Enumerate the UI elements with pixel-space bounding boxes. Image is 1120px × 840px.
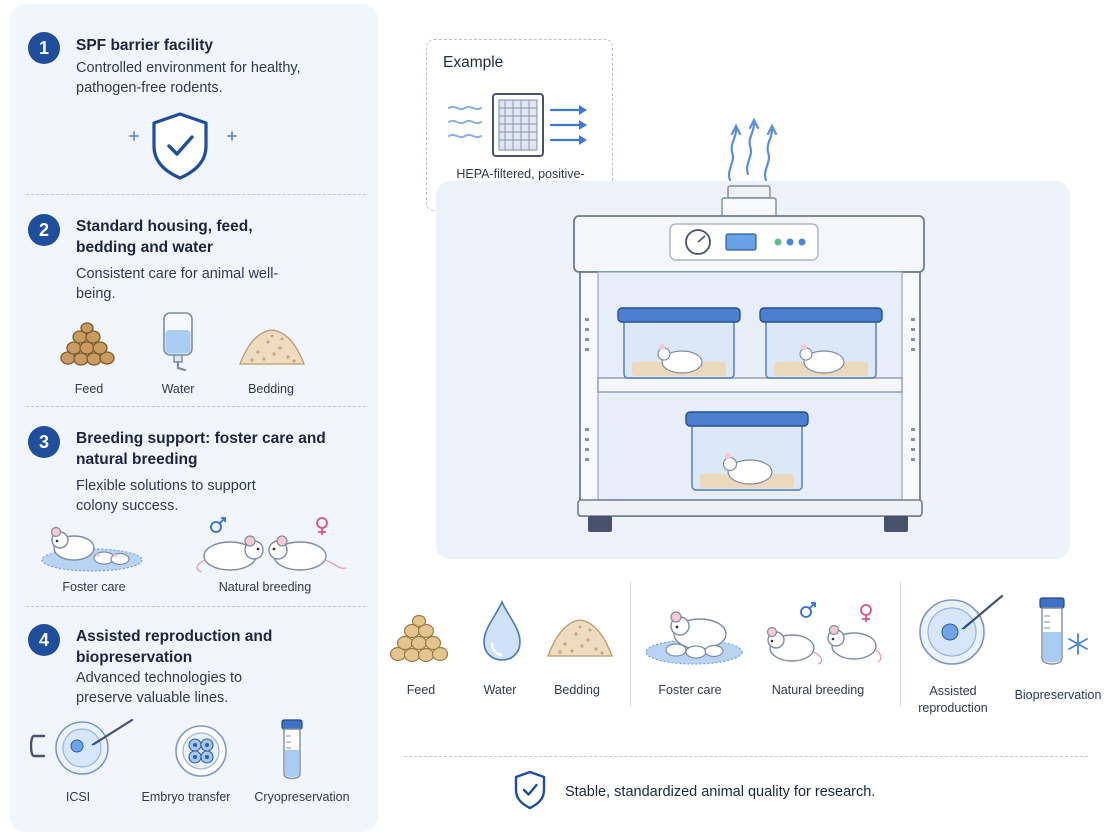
embryo-transfer-icon bbox=[174, 724, 228, 778]
step-number-3: 3 bbox=[28, 426, 60, 458]
caption-cryopreservation: Cryopreservation bbox=[254, 790, 350, 804]
bottom-caption-bedding: Bedding bbox=[554, 683, 600, 697]
breeding-mice-icon bbox=[752, 600, 884, 670]
caption-water: Water bbox=[161, 382, 195, 396]
assisted-reproduction-icon bbox=[916, 590, 1008, 666]
bedding-pile-icon bbox=[236, 324, 308, 368]
cage-icon bbox=[759, 307, 883, 379]
cryovial-icon bbox=[1038, 596, 1094, 670]
caption-foster-care: Foster care bbox=[62, 580, 126, 594]
cryovial-icon bbox=[280, 718, 304, 784]
section-2-title: Standard housing, feed, bedding and wate… bbox=[76, 218, 253, 256]
shield-check-icon bbox=[513, 770, 547, 810]
step-number-1: 1 bbox=[28, 32, 60, 64]
male-symbol-icon bbox=[210, 517, 226, 533]
caption-embryo-transfer: Embryo transfer bbox=[141, 790, 231, 804]
bottom-separator bbox=[630, 582, 631, 706]
caption-feed: Feed bbox=[74, 382, 104, 396]
section-4-title: Assisted reproduction and biopreservatio… bbox=[76, 628, 273, 666]
section-breeding-support: 3 Breeding support: foster care and natu… bbox=[10, 406, 378, 606]
section-1-title: SPF barrier facility bbox=[76, 37, 213, 54]
bottom-caption-water: Water bbox=[483, 683, 517, 697]
display-screen-icon bbox=[725, 233, 757, 251]
step-number-4: 4 bbox=[28, 624, 60, 656]
male-symbol-icon bbox=[800, 602, 816, 618]
section-3-description: Flexible solutions to support colony suc… bbox=[76, 478, 256, 514]
section-divider bbox=[26, 406, 366, 407]
section-spf-barrier: 1 SPF barrier facility Controlled enviro… bbox=[10, 4, 378, 194]
step-number-2: 2 bbox=[28, 214, 60, 246]
shield-check-icon bbox=[118, 110, 238, 182]
bottom-caption-foster-care: Foster care bbox=[658, 683, 722, 697]
bottom-caption-natural-breeding: Natural breeding bbox=[771, 683, 865, 697]
caption-icsi: ICSI bbox=[65, 790, 91, 804]
bottom-caption-biopreservation: Biopreservation bbox=[1014, 688, 1102, 702]
feed-pellets-icon bbox=[388, 614, 454, 664]
water-drop-icon bbox=[482, 599, 522, 662]
water-bottle-icon bbox=[161, 310, 195, 372]
female-symbol-icon bbox=[860, 604, 872, 622]
exhaust-airflow-icon bbox=[728, 117, 778, 182]
snowflake-icon bbox=[1068, 633, 1088, 655]
section-divider bbox=[26, 194, 366, 195]
bottom-caption-feed: Feed bbox=[406, 683, 436, 697]
bedding-pile-icon bbox=[545, 614, 615, 660]
ventilated-cage-rack-icon bbox=[560, 117, 930, 542]
section-1-description: Controlled environment for healthy, path… bbox=[76, 60, 301, 96]
caption-natural-breeding: Natural breeding bbox=[218, 580, 312, 594]
section-standard-housing: 2 Standard housing, feed, bedding and wa… bbox=[10, 194, 378, 406]
icsi-icon bbox=[29, 714, 148, 780]
cage-icon bbox=[685, 411, 809, 491]
section-divider bbox=[26, 606, 366, 607]
foster-care-mice-icon bbox=[644, 606, 744, 666]
bottom-separator bbox=[900, 582, 901, 706]
section-assisted-reproduction: 4 Assisted reproduction and biopreservat… bbox=[10, 606, 378, 832]
footer-divider bbox=[404, 756, 1088, 757]
left-panel: 1 SPF barrier facility Controlled enviro… bbox=[10, 4, 378, 832]
caption-bedding: Bedding bbox=[248, 382, 294, 396]
section-3-title: Breeding support: foster care and natura… bbox=[76, 430, 326, 468]
female-symbol-icon bbox=[316, 517, 328, 535]
example-title: Example bbox=[443, 54, 504, 71]
cage-icon bbox=[617, 307, 741, 379]
feed-pellets-icon bbox=[58, 322, 120, 368]
footer-text: Stable, standardized animal quality for … bbox=[565, 784, 876, 800]
section-4-description: Advanced technologies to preserve valuab… bbox=[76, 670, 243, 706]
section-2-description: Consistent care for animal well-being. bbox=[76, 266, 279, 302]
hepa-filter-icon bbox=[445, 92, 597, 158]
bottom-caption-assisted-reproduction: Assisted reproduction bbox=[918, 684, 988, 715]
foster-care-mice-icon bbox=[40, 522, 144, 574]
breeding-mice-icon bbox=[188, 516, 348, 576]
